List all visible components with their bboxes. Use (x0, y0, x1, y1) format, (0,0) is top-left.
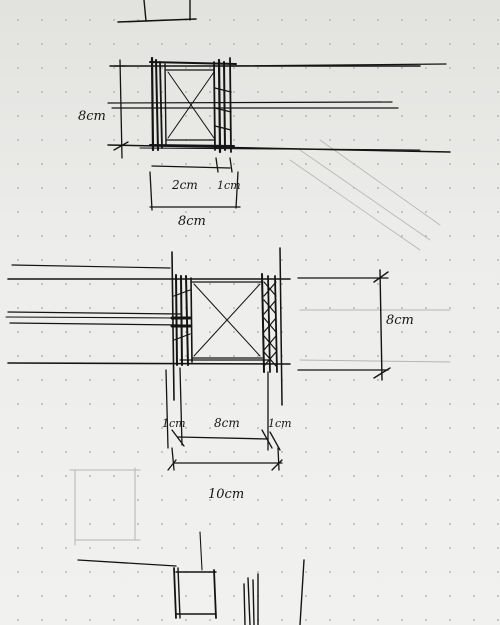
section-middle (5, 247, 391, 471)
label-top-total: 8cm (178, 214, 206, 229)
label-mid-right: 1cm (268, 417, 292, 430)
ghost-marks (69, 139, 451, 546)
label-mid-total: 10cm (208, 487, 244, 502)
label-top-height: 8cm (78, 109, 106, 124)
top-fragment (117, 0, 197, 23)
label-mid-left: 1cm (162, 417, 186, 430)
label-top-inner: 2cm (171, 178, 198, 192)
section-bottom (77, 531, 305, 625)
section-top (107, 56, 451, 211)
label-mid-inner: 8cm (214, 416, 240, 430)
label-mid-height: 8cm (386, 313, 414, 328)
label-top-side: 1cm (217, 179, 241, 192)
